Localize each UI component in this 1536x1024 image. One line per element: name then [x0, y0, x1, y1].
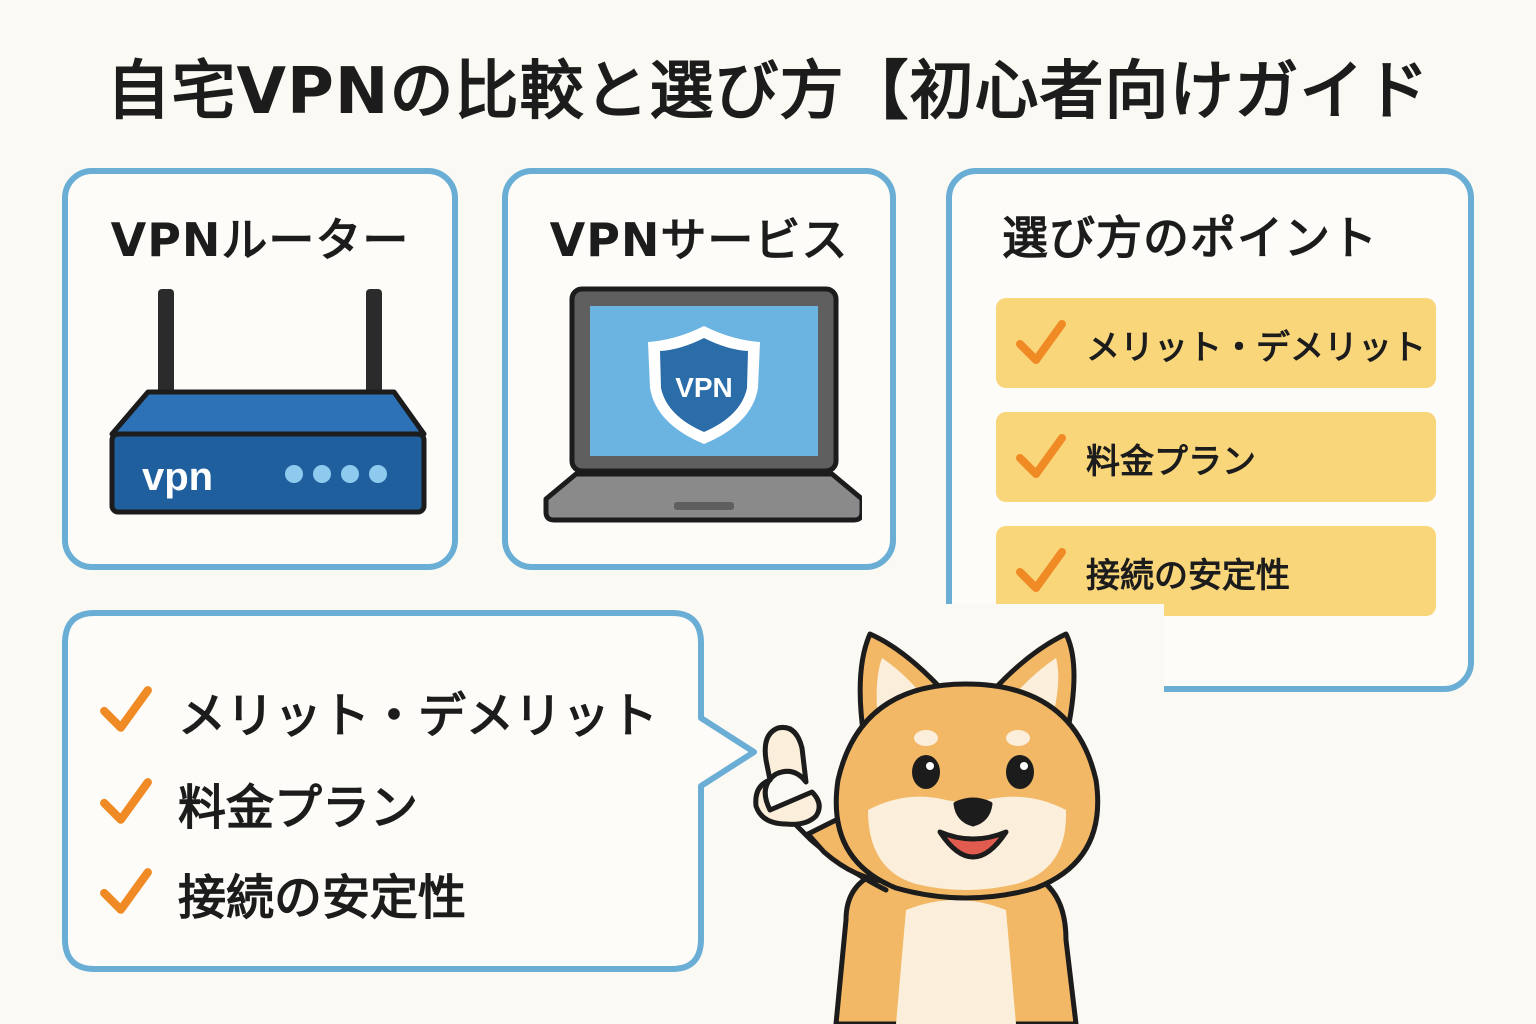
bubble-label: メリット・デメリット: [178, 688, 659, 744]
point-item: 料金プラン: [996, 412, 1436, 502]
check-icon: [1016, 320, 1066, 364]
point-item: メリット・デメリット: [996, 298, 1436, 388]
card-vpn-router: VPNルーター vpn: [62, 168, 458, 570]
router-label: vpn: [142, 455, 213, 499]
check-icon: [100, 868, 152, 914]
bubble-label: 接続の安定性: [178, 870, 467, 926]
card-vpn-service: VPNサービス VPN: [502, 168, 896, 570]
card-title-points: 選び方のポイント: [1002, 211, 1378, 265]
check-icon: [1016, 548, 1066, 592]
shield-label: VPN: [675, 372, 733, 403]
card-title-service: VPNサービス: [549, 213, 849, 267]
check-icon: [100, 686, 152, 732]
speech-bubble-outline: [62, 610, 757, 972]
point-label: メリット・デメリット: [1086, 328, 1426, 368]
speech-bubble: メリット・デメリット 料金プラン 接続の安定性: [62, 610, 757, 972]
shiba-dog-mascot: [753, 631, 1101, 1024]
point-item: 接続の安定性: [996, 526, 1436, 616]
card-title-router: VPNルーター: [110, 213, 410, 267]
shield-icon: VPN: [648, 326, 760, 444]
card-selection-points: 選び方のポイント メリット・デメリット 料金プラン 接続の安定性: [944, 168, 1474, 704]
point-label: 料金プラン: [1086, 442, 1256, 482]
bubble-label: 料金プラン: [178, 780, 419, 836]
page-title: 自宅VPNの比較と選び方【初心者向けガイド: [106, 55, 1430, 129]
router-icon: vpn: [109, 289, 427, 515]
check-icon: [100, 778, 152, 824]
check-icon: [1016, 434, 1066, 478]
point-label: 接続の安定性: [1086, 556, 1290, 596]
laptop-icon: VPN: [543, 286, 862, 523]
